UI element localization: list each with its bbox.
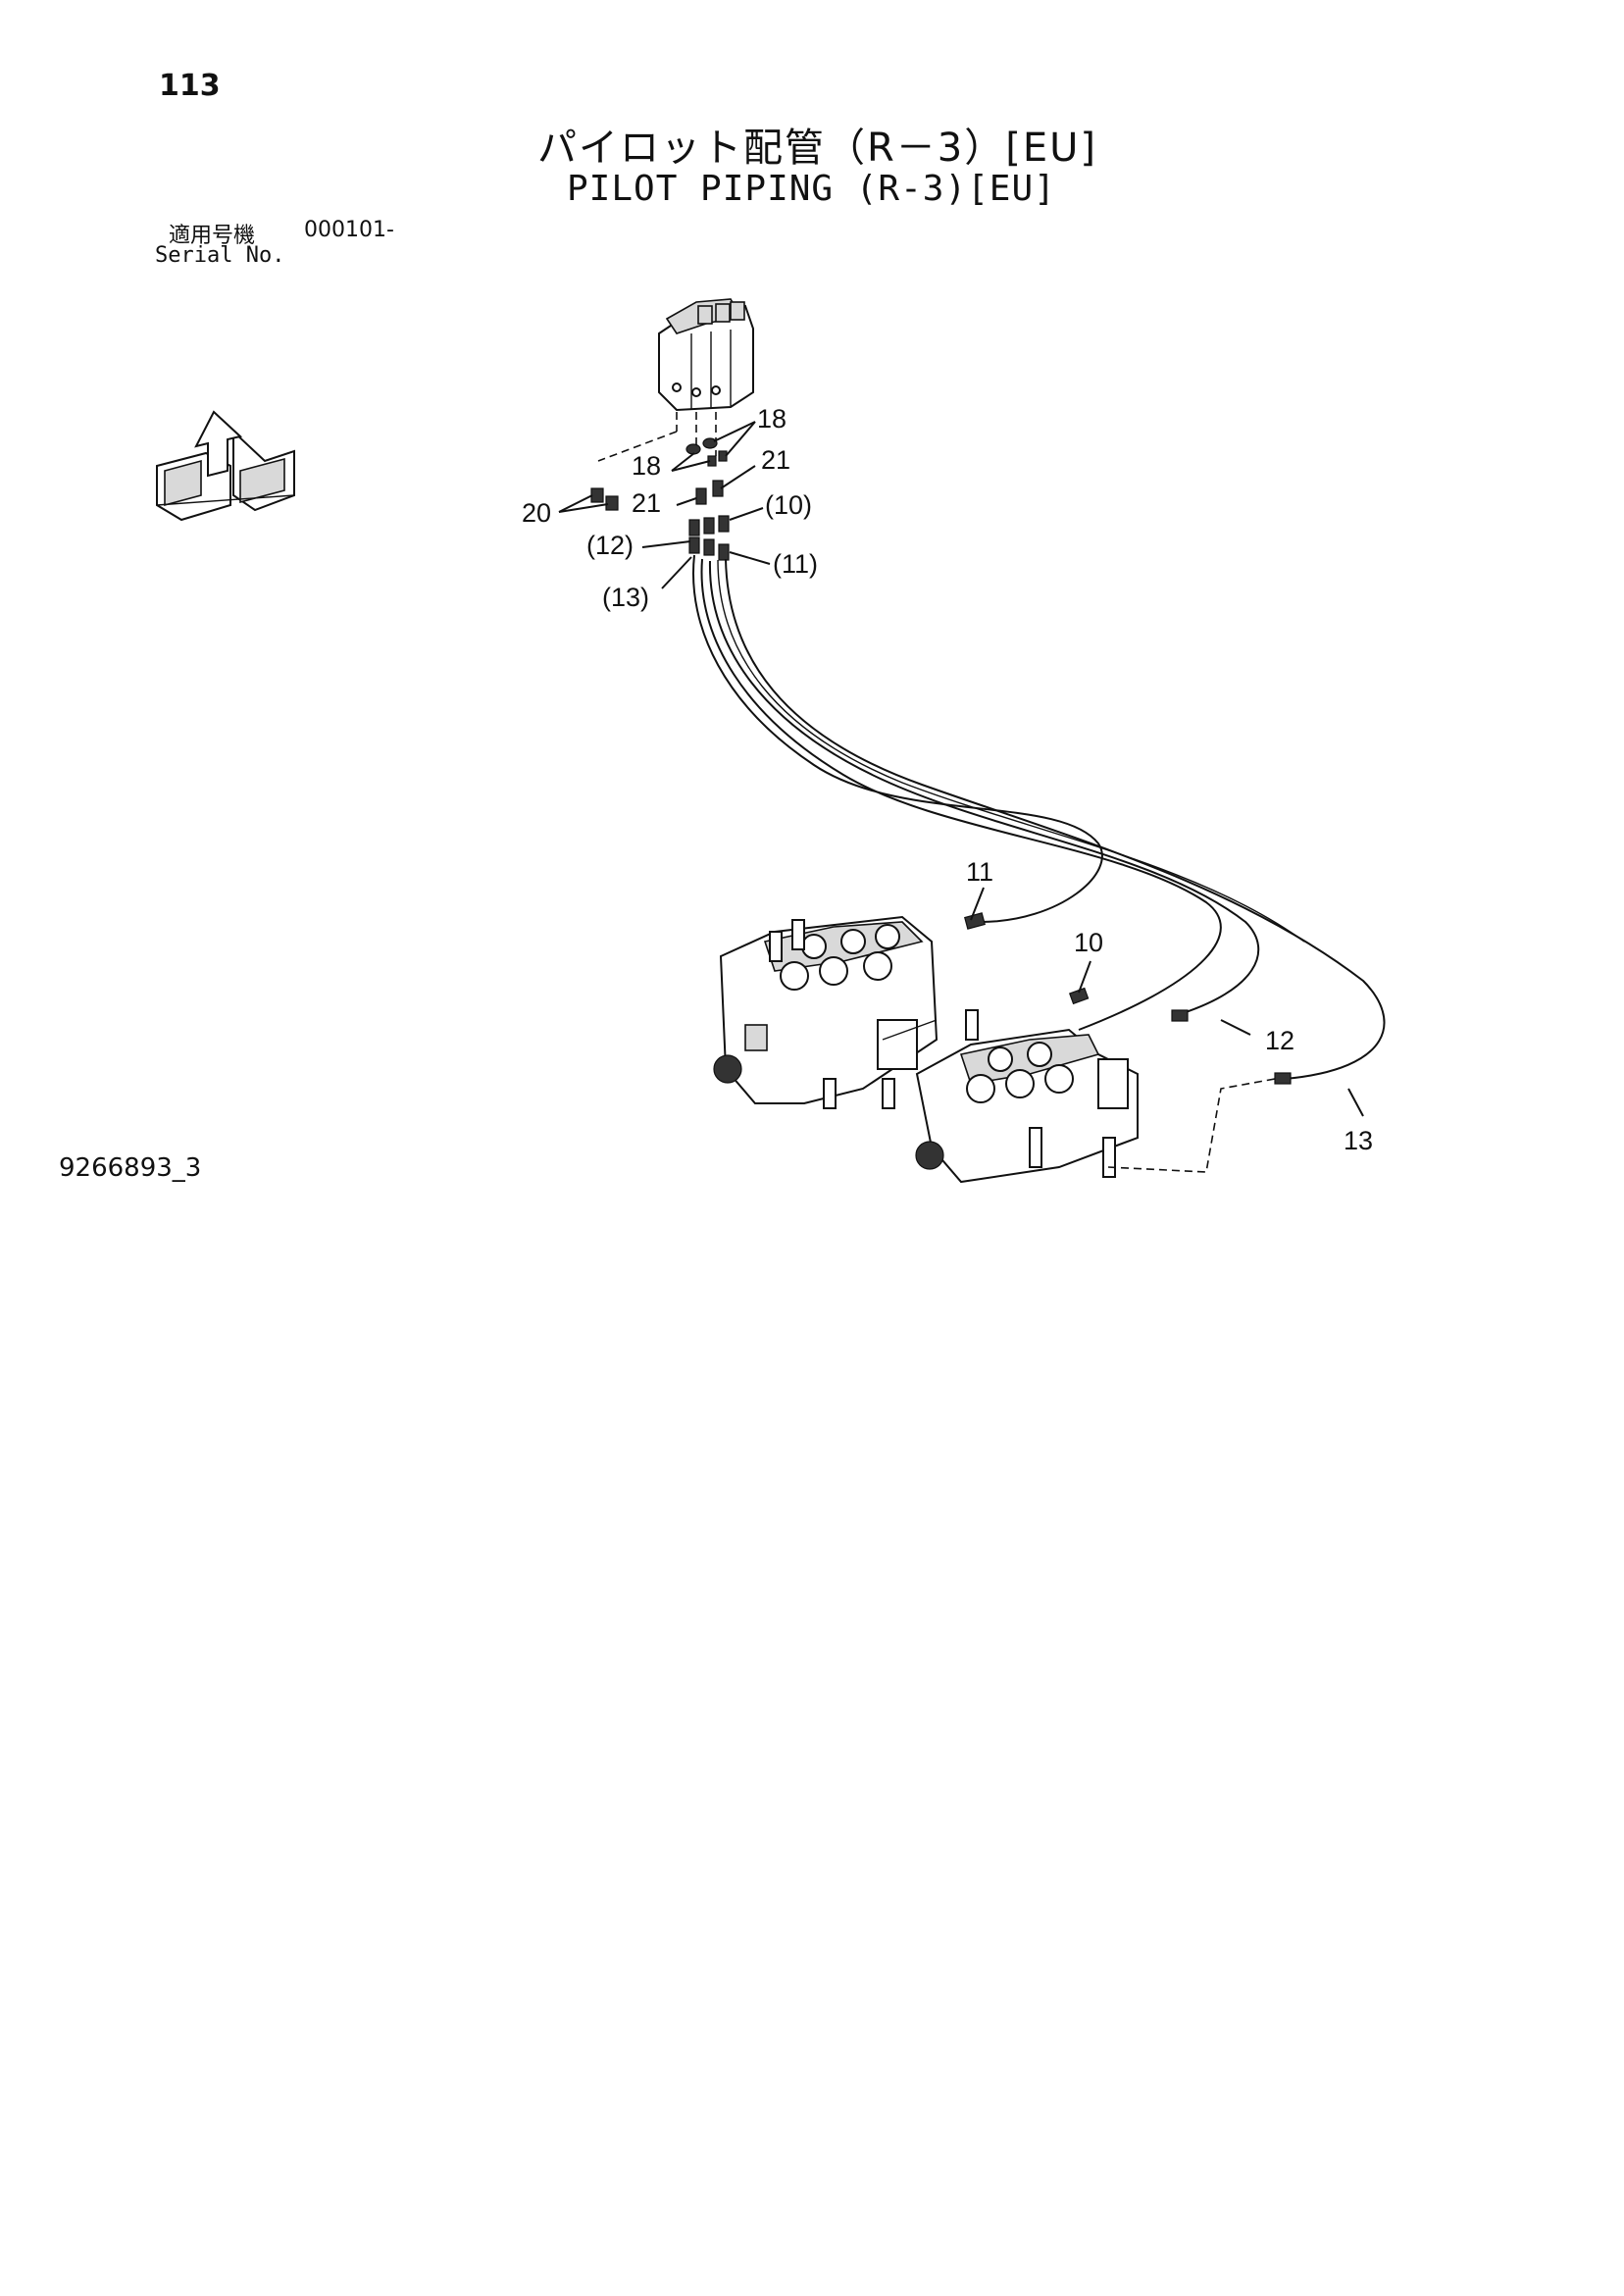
page-number: 113 bbox=[159, 69, 221, 103]
title-english: PILOT PIPING (R-3)[EU] bbox=[567, 169, 1056, 209]
callout-12-paren: (12) bbox=[586, 531, 634, 560]
leader-18a bbox=[713, 421, 756, 442]
callout-10-paren: (10) bbox=[765, 490, 812, 520]
callout-18a: 18 bbox=[757, 404, 787, 434]
callout-12: 12 bbox=[1265, 1026, 1294, 1055]
leader-21b bbox=[676, 497, 697, 506]
callout-11-paren: (11) bbox=[773, 549, 818, 579]
orientation-arrow-icon bbox=[156, 410, 295, 522]
control-valve-right bbox=[915, 1009, 1276, 1184]
callout-11: 11 bbox=[966, 857, 993, 887]
pilot-valve-block bbox=[658, 298, 754, 412]
leader-10p bbox=[729, 507, 764, 521]
title-japanese: パイロット配管（R－3）[EU] bbox=[537, 126, 1098, 171]
drawing-number: 9266893_3 bbox=[59, 1153, 202, 1183]
serial-label-english: Serial No. bbox=[155, 243, 285, 268]
leader-13p bbox=[661, 556, 692, 589]
callout-13: 13 bbox=[1344, 1126, 1373, 1155]
callout-18b: 18 bbox=[632, 451, 661, 481]
callout-13-paren: (13) bbox=[602, 583, 649, 612]
leader-12p bbox=[641, 540, 691, 548]
callout-21a: 21 bbox=[761, 445, 790, 475]
callout-21b: 21 bbox=[632, 488, 661, 518]
callout-20: 20 bbox=[522, 498, 551, 528]
leader-11 bbox=[970, 887, 985, 921]
leader-21a bbox=[720, 465, 756, 489]
serial-label-japanese: 適用号機 bbox=[169, 224, 256, 248]
leader-20 bbox=[558, 494, 593, 513]
leader-12 bbox=[1220, 1019, 1251, 1036]
hose-bundle bbox=[692, 554, 1386, 1080]
hose-end-fittings bbox=[964, 912, 1292, 1085]
control-valve-left bbox=[713, 915, 939, 1109]
serial-value: 000101- bbox=[304, 218, 394, 242]
leader-13 bbox=[1347, 1088, 1364, 1117]
leader-10 bbox=[1078, 960, 1091, 994]
leader-11p bbox=[729, 551, 771, 565]
leader-18b bbox=[671, 452, 695, 472]
callout-10: 10 bbox=[1074, 928, 1103, 957]
